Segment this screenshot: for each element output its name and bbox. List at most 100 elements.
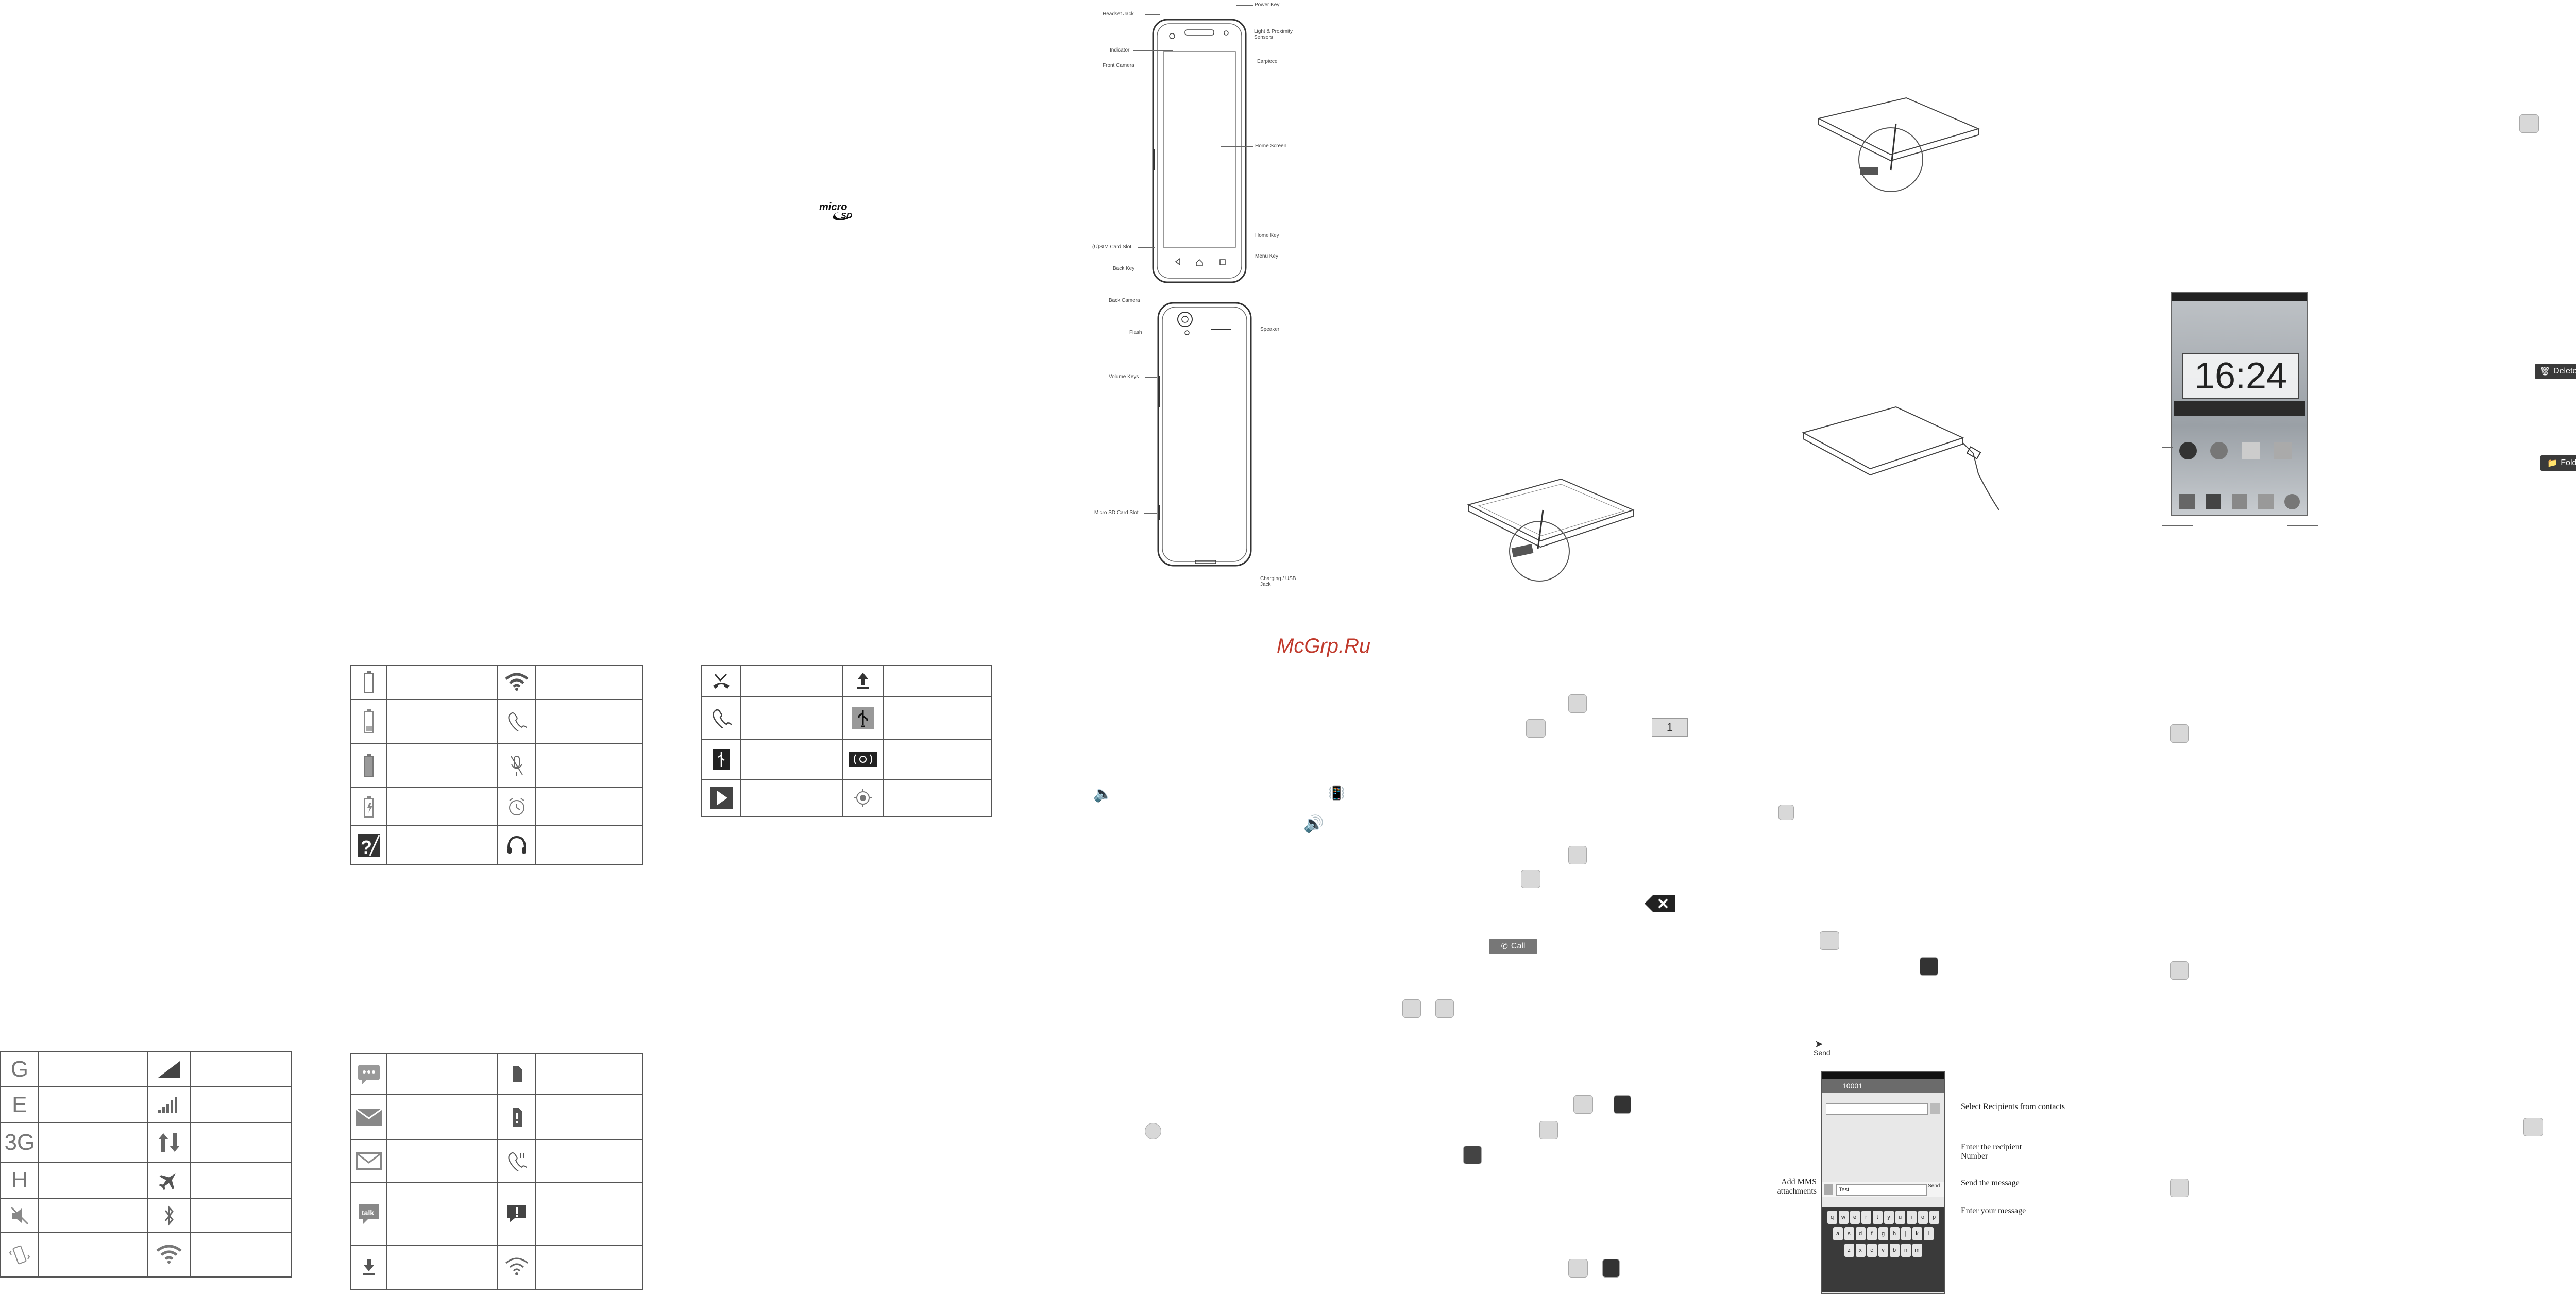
upload-icon	[857, 673, 869, 689]
watermark-text: McGrp.Ru	[1277, 635, 1371, 657]
keyboard-key-m[interactable]: m	[1912, 1244, 1922, 1257]
contacts-app-icon[interactable]	[1614, 1095, 1631, 1114]
svg-text:SD: SD	[841, 212, 853, 220]
messaging-app-icon[interactable]	[2170, 724, 2189, 743]
dock-contacts-icon[interactable]	[2206, 494, 2222, 509]
messaging-app-icon[interactable]	[1820, 931, 1839, 950]
phone-app-icon[interactable]	[1568, 694, 1587, 713]
sim-card-insertion-diagram	[1463, 474, 1638, 582]
compose-icon[interactable]	[1920, 957, 1938, 976]
keyboard-key-v[interactable]: v	[1878, 1244, 1888, 1257]
hspa-icon: H	[11, 1167, 28, 1193]
keyboard-key-e[interactable]: e	[1850, 1211, 1860, 1224]
wifi-available-icon	[505, 1257, 528, 1275]
dock-phone-icon[interactable]	[2179, 494, 2195, 509]
label-headset-jack: Headset Jack	[1103, 11, 1134, 17]
keyboard-key-x[interactable]: x	[1855, 1244, 1866, 1257]
label-indicator: Indicator	[1110, 47, 1130, 53]
cell-icon	[350, 665, 387, 700]
keyboard-key-g[interactable]: g	[1878, 1227, 1888, 1240]
recipient-field[interactable]	[1826, 1103, 1928, 1115]
messaging-app-icon[interactable]	[2523, 1118, 2543, 1136]
keyboard-key-r[interactable]: r	[1861, 1211, 1871, 1224]
cell-icon	[497, 665, 536, 700]
app-icon[interactable]	[2179, 442, 2197, 459]
status-icons-table-1: ?	[350, 665, 643, 865]
keyboard-key-u[interactable]: u	[1895, 1211, 1905, 1224]
contact-icon[interactable]	[1435, 999, 1454, 1018]
keyboard-key-k[interactable]: k	[1912, 1227, 1922, 1240]
keyboard-key-i[interactable]: i	[1906, 1211, 1917, 1224]
contact-search-icon[interactable]	[1463, 1146, 1482, 1164]
select-contacts-icon[interactable]	[1930, 1103, 1940, 1114]
messaging-app-icon[interactable]	[1573, 1095, 1593, 1114]
label-flash: Flash	[1129, 330, 1142, 335]
keyboard-key-z[interactable]: z	[1844, 1244, 1854, 1257]
phone-call-icon[interactable]	[1526, 719, 1546, 738]
keyboard-key-l[interactable]: l	[1923, 1227, 1934, 1240]
wifi-icon	[156, 1245, 182, 1264]
micro-sd-logo: micro SD	[818, 201, 861, 222]
send-button[interactable]: Send	[1928, 1183, 1940, 1189]
keyboard-key-w[interactable]: w	[1838, 1211, 1849, 1224]
keyboard-key-a[interactable]: a	[1833, 1227, 1843, 1240]
app-icon[interactable]	[1145, 1123, 1161, 1139]
keyboard-key-p[interactable]: p	[1929, 1211, 1939, 1224]
app-icon[interactable]	[2242, 442, 2260, 459]
label-micro-sd-slot: Micro SD Card Slot	[1094, 510, 1139, 516]
recipient-header: 10001	[1822, 1079, 1944, 1093]
download-icon	[363, 1258, 375, 1275]
phone-call-icon[interactable]	[1402, 999, 1421, 1018]
power-widget[interactable]	[2174, 401, 2305, 416]
keyboard-key-y[interactable]: y	[1884, 1211, 1894, 1224]
keyboard-key-f[interactable]: f	[1867, 1227, 1877, 1240]
dock-app-drawer-icon[interactable]	[2231, 494, 2247, 509]
messaging-app-icon[interactable]	[2170, 1179, 2189, 1197]
checkbox-icon[interactable]	[1778, 805, 1794, 820]
gprs-icon: G	[10, 1056, 28, 1082]
messaging-app-icon[interactable]	[2519, 114, 2539, 133]
label-usim-slot: (U)SIM Card Slot	[1092, 244, 1132, 250]
attachment-icon[interactable]	[1824, 1184, 1833, 1195]
keyboard-key-b[interactable]: b	[1889, 1244, 1900, 1257]
folder-button[interactable]: 📁Folder	[2540, 455, 2576, 471]
keyboard-key-c[interactable]: c	[1867, 1244, 1877, 1257]
keyboard-key-t[interactable]: t	[1872, 1211, 1883, 1224]
send-label: Send	[1814, 1049, 1831, 1057]
app-icon[interactable]	[2210, 442, 2228, 459]
dial-key-1[interactable]: 1	[1652, 718, 1688, 737]
phone-call-icon[interactable]	[1521, 870, 1540, 888]
keyboard-key-d[interactable]: d	[1855, 1227, 1866, 1240]
svg-text:talk: talk	[362, 1208, 374, 1217]
alert-icon	[507, 1205, 526, 1223]
delete-button[interactable]: 🗑Delete	[2535, 364, 2576, 379]
phone-app-icon[interactable]	[1568, 846, 1587, 864]
edge-icon: E	[12, 1092, 27, 1117]
keyboard-key-s[interactable]: s	[1844, 1227, 1854, 1240]
dock-messages-icon[interactable]	[2258, 494, 2274, 509]
battery-medium-icon	[364, 754, 374, 777]
keyboard-key-o[interactable]: o	[1918, 1211, 1928, 1224]
contacts-app-icon[interactable]	[1602, 1259, 1620, 1278]
message-input[interactable]: Test	[1836, 1184, 1927, 1196]
call-button[interactable]: ✆Call	[1489, 939, 1537, 954]
network-icons-table: G E 3G H	[0, 1050, 292, 1278]
keyboard-key-h[interactable]: h	[1889, 1227, 1900, 1240]
battery-low-icon	[364, 709, 374, 733]
charging-diagram	[1793, 402, 2009, 520]
contact-icon[interactable]	[1539, 1121, 1558, 1139]
play-music-icon	[709, 787, 733, 809]
phone-icon: ✆	[1501, 942, 1508, 951]
keyboard-key-q[interactable]: q	[1827, 1211, 1837, 1224]
messaging-app-icon[interactable]	[1568, 1259, 1588, 1278]
keyboard-key-n[interactable]: n	[1901, 1244, 1911, 1257]
app-icon[interactable]	[2274, 442, 2292, 459]
phone-back-diagram	[1154, 299, 1257, 572]
backspace-icon[interactable]	[1643, 894, 1677, 913]
keyboard-key-j[interactable]: j	[1901, 1227, 1911, 1240]
speaker-icon: 🔈	[1093, 786, 1113, 803]
bluetooth-icon	[164, 1205, 174, 1226]
messaging-app-icon[interactable]	[2170, 961, 2189, 980]
dock-browser-icon[interactable]	[2284, 494, 2300, 509]
